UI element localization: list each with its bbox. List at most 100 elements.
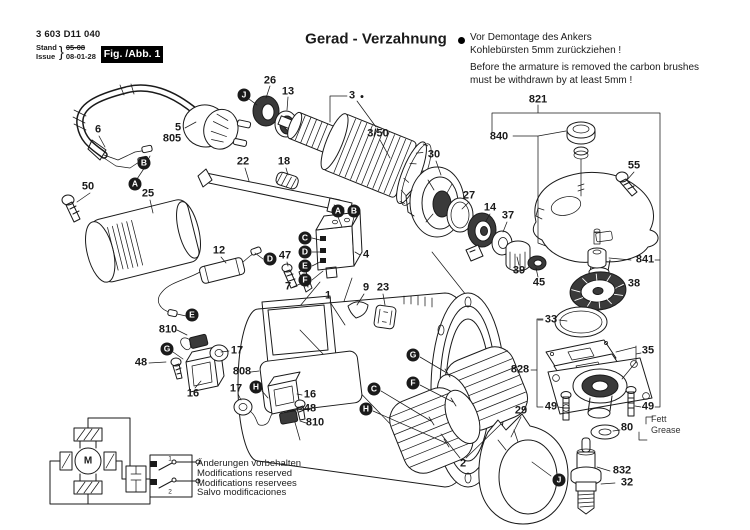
part-label-16: 16 xyxy=(303,388,317,401)
crown-gear-38-drawing xyxy=(569,271,627,311)
issue-date: 08-01-28 xyxy=(65,51,96,61)
part-label-35: 35 xyxy=(641,344,655,357)
part-label-32: 32 xyxy=(620,476,634,489)
part-label-37: 37 xyxy=(501,209,515,222)
callout-j: J xyxy=(552,473,566,487)
field-coil-lower-drawing xyxy=(388,387,481,474)
washer-80-drawing xyxy=(590,424,620,440)
mains-plug-drawing xyxy=(182,104,252,150)
stand-label: Stand xyxy=(36,43,57,52)
brush-set-lower-drawing xyxy=(233,371,306,426)
spindle-32-drawing xyxy=(570,437,602,515)
spring-18-drawing xyxy=(275,171,299,190)
end-cap-25-drawing xyxy=(85,199,201,283)
callout-d: D xyxy=(298,245,312,259)
flange-unit-drawing xyxy=(547,357,653,419)
bearing-26-drawing xyxy=(252,95,280,127)
contact-2-label: 2 xyxy=(168,488,172,496)
button-23-drawing xyxy=(373,304,397,330)
part-label-828: 828 xyxy=(510,363,530,376)
part-label-5: 5 xyxy=(174,121,182,134)
page-title: Gerad - Verzahnung xyxy=(305,30,447,48)
part-label-48: 48 xyxy=(303,402,317,415)
part-label-22: 22 xyxy=(236,155,250,168)
suppressor-12-drawing xyxy=(158,246,262,318)
part-label-17: 17 xyxy=(230,344,244,357)
callout-f: F xyxy=(406,376,420,390)
callout-e: E xyxy=(185,308,199,322)
brush-set-upper-drawing xyxy=(170,333,229,393)
cap-840-drawing xyxy=(566,121,596,197)
callout-b: B xyxy=(347,204,361,218)
brush-warning-note: Vor Demontage des Ankers Kohlebürsten 5m… xyxy=(470,31,699,87)
part-label-821: 821 xyxy=(528,93,548,106)
brace-glyph: } xyxy=(58,44,64,61)
bracket-35 xyxy=(615,345,642,380)
callout-g: G xyxy=(406,348,420,362)
part-label-49: 49 xyxy=(544,400,558,413)
part-label-841: 841 xyxy=(635,253,655,266)
superseded-date: 05-08 xyxy=(65,43,86,52)
part-label-832: 832 xyxy=(612,464,632,477)
part-label-80: 80 xyxy=(620,421,634,434)
notice-de-line1: Vor Demontage des Ankers xyxy=(470,32,592,43)
part-label-6: 6 xyxy=(94,123,102,136)
bracket-821 xyxy=(491,104,661,408)
field-lead-wires xyxy=(372,356,457,448)
grease-note-de: Fett xyxy=(651,414,667,424)
bracket-828 xyxy=(530,318,544,408)
part-label-3/50: 3/50 xyxy=(367,127,389,140)
spring-clip-9-drawing xyxy=(347,301,369,319)
notice-en-line1: Before the armature is removed the carbo… xyxy=(470,62,700,73)
part-label-49: 49 xyxy=(641,400,655,413)
callout-f: F xyxy=(298,273,312,287)
part-label-26: 26 xyxy=(263,74,277,87)
screw-49-left-drawing xyxy=(560,391,572,421)
screw-49-right-drawing xyxy=(625,386,637,417)
part-label-4: 4 xyxy=(362,248,370,261)
footer-line: Modifications reserved xyxy=(197,467,293,479)
part-label-29: 29 xyxy=(514,404,528,417)
callout-e: E xyxy=(298,259,312,273)
part-label-13: 13 xyxy=(281,85,295,98)
part-label-12: 12 xyxy=(212,244,226,257)
wiring-schematic-drawing xyxy=(49,417,201,505)
callout-c: C xyxy=(298,231,312,245)
part-label-17: 17 xyxy=(229,382,243,395)
part-label-16: 16 xyxy=(186,387,200,400)
part-label-18: 18 xyxy=(277,155,291,168)
callout-h: H xyxy=(359,402,373,416)
figure-label-badge: Fig. /Abb. 1 xyxy=(101,46,163,63)
part-label-14: 14 xyxy=(483,201,497,214)
armature-drawing xyxy=(277,111,458,206)
grease-note-en: Grease xyxy=(651,425,681,435)
callout-a: A xyxy=(128,177,142,191)
part-label-55: 55 xyxy=(627,159,641,172)
part-label-2: 2 xyxy=(459,457,467,470)
footer-line: Änderungen vorbehalten xyxy=(197,458,302,469)
part-label-38: 38 xyxy=(627,277,641,290)
lever-22-drawing xyxy=(197,168,353,218)
modifications-note: Änderungen vorbehalten Modifications res… xyxy=(197,459,301,498)
o-ring-33-drawing xyxy=(554,306,608,338)
part-label-9: 9 xyxy=(362,281,370,294)
issue-date-block: Stand Issue } 05-08 08-01-28 xyxy=(36,43,96,61)
part-label-27: 27 xyxy=(462,189,476,202)
part-label-23: 23 xyxy=(376,281,390,294)
callout-g: G xyxy=(160,342,174,356)
callout-h: H xyxy=(249,380,263,394)
document-part-number: 3 603 D11 040 xyxy=(36,29,101,40)
part-label-840: 840 xyxy=(489,130,509,143)
part-label-805: 805 xyxy=(162,132,182,145)
callout-c: C xyxy=(367,382,381,396)
notice-de-line2: Kohlebürsten 5mm zurückziehen ! xyxy=(470,45,622,56)
screw-47-drawing xyxy=(281,263,298,289)
part-label-3: 3 xyxy=(348,89,356,102)
part-label-48: 48 xyxy=(134,356,148,369)
part-label-1: 1 xyxy=(324,289,332,302)
part-label-25: 25 xyxy=(141,187,155,200)
bracket-grease xyxy=(638,416,654,441)
part-label-39: 39 xyxy=(512,264,526,277)
